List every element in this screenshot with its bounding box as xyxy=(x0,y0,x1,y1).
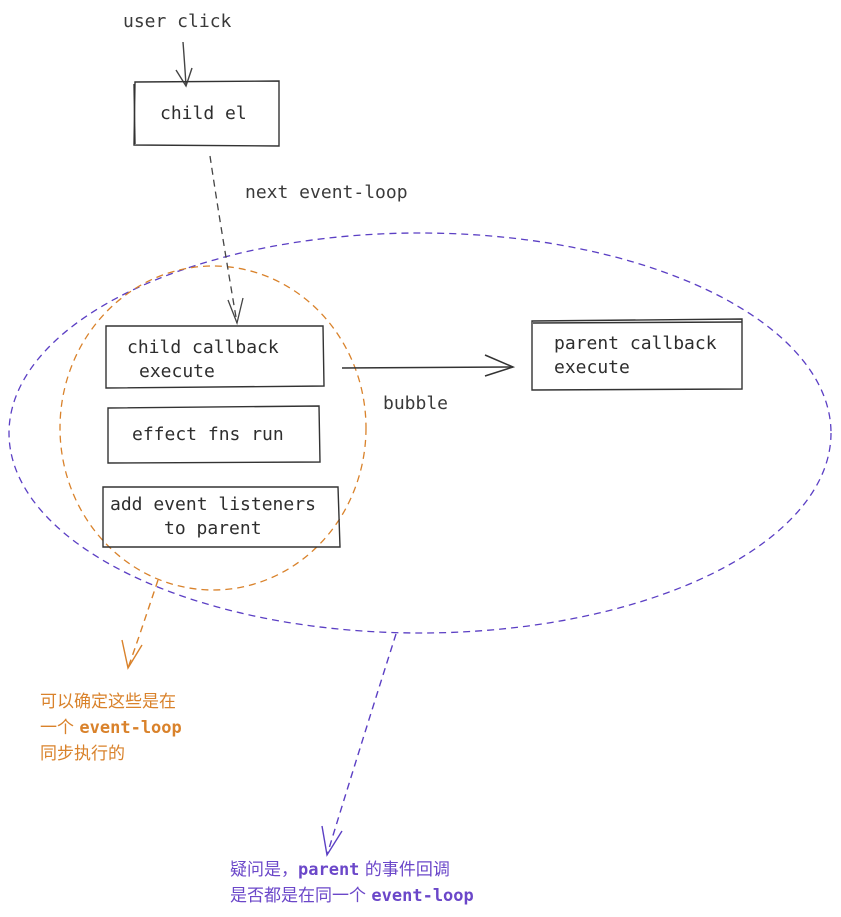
add-listeners-text-2: to parent xyxy=(164,518,262,539)
orange-note-line-1: 可以确定这些是在 xyxy=(40,689,182,715)
effect-fns-text: effect fns run xyxy=(132,424,284,445)
child-callback-box xyxy=(105,325,325,389)
orange-note-line-2: 一个 event-loop xyxy=(40,715,182,741)
child-callback-text-1: child callback xyxy=(127,337,279,358)
purple-note: 疑问是，parent 的事件回调 是否都是在同一个 event-loop xyxy=(230,857,474,909)
purple-note-code-2: event-loop xyxy=(371,886,474,906)
orange-note-arrow xyxy=(121,579,159,670)
orange-note-code: event-loop xyxy=(79,718,182,738)
user-click-label: user click xyxy=(123,11,232,32)
orange-note: 可以确定这些是在 一个 event-loop 同步执行的 xyxy=(40,689,182,767)
parent-callback-box xyxy=(531,318,743,391)
effect-fns-box xyxy=(107,405,321,464)
purple-note-text-1b: 的事件回调 xyxy=(359,860,450,880)
child-el-text: child el xyxy=(160,103,247,124)
purple-note-code-1: parent xyxy=(298,860,360,880)
add-listeners-text-1: add event listeners xyxy=(110,494,316,515)
bubble-arrow xyxy=(341,354,516,377)
purple-note-arrow xyxy=(321,633,397,857)
next-loop-arrow xyxy=(209,155,244,326)
orange-note-text-3: 同步执行的 xyxy=(40,744,125,764)
child-el-box xyxy=(133,80,280,147)
bubble-label: bubble xyxy=(383,393,449,414)
purple-note-text-1a: 疑问是， xyxy=(230,860,298,880)
purple-note-text-2a: 是否都是在同一个 xyxy=(230,886,372,906)
user-click-arrow xyxy=(175,41,193,88)
purple-note-line-2: 是否都是在同一个 event-loop xyxy=(230,883,474,909)
outer-event-loop-ellipse xyxy=(8,232,832,634)
sync-group-circle xyxy=(59,265,367,591)
next-event-loop-label: next event-loop xyxy=(245,182,408,203)
child-callback-text-2: execute xyxy=(139,361,215,382)
purple-note-line-1: 疑问是，parent 的事件回调 xyxy=(230,857,474,883)
parent-callback-text-2: execute xyxy=(554,357,630,378)
parent-callback-text-1: parent callback xyxy=(554,333,717,354)
orange-note-line-3: 同步执行的 xyxy=(40,741,182,767)
orange-note-text-2a: 一个 xyxy=(40,718,80,738)
orange-note-text-1: 可以确定这些是在 xyxy=(40,692,176,712)
add-listeners-box xyxy=(102,486,341,548)
